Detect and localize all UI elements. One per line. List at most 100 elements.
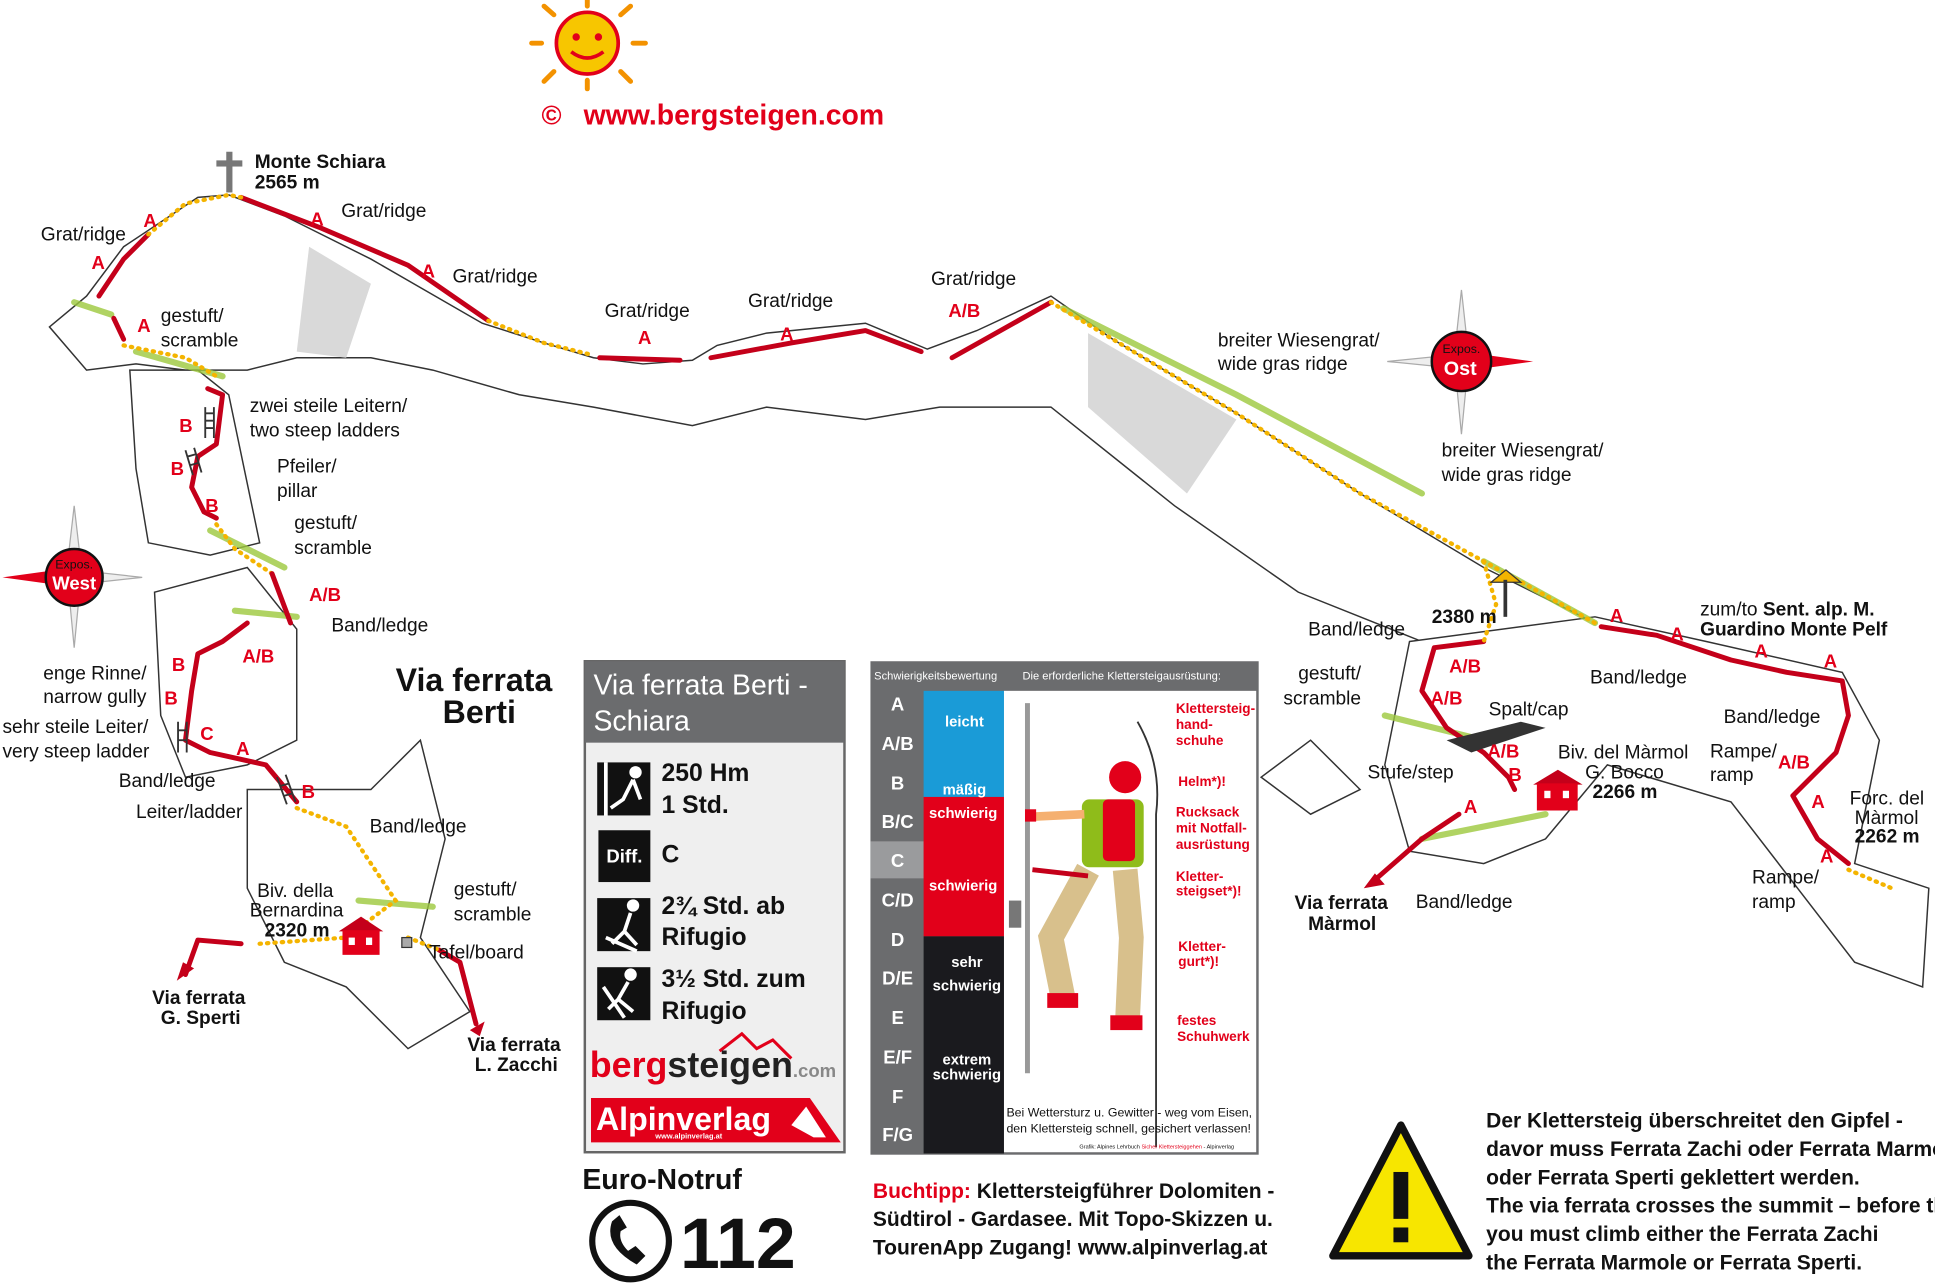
book-tip: Buchtipp: Klettersteigführer Dolomiten -… <box>873 1180 1275 1260</box>
difficulty-badge-label: Diff. <box>606 845 642 866</box>
terrain-left-18: very steep ladder <box>2 741 150 762</box>
book-label: Buchtipp: <box>873 1180 971 1203</box>
warning-icon <box>1329 1121 1473 1260</box>
info-title-line1: Via ferrata Berti - <box>593 670 807 702</box>
forcella-line1: Forc. del <box>1850 788 1924 809</box>
terrain-left-8: zwei steile Leitern/ <box>250 396 408 417</box>
website-link[interactable]: www.bergsteigen.com <box>583 100 885 132</box>
hut-bocco-elevation: 2266 m <box>1593 782 1658 803</box>
terrain-right-6: gestuft/ <box>1298 664 1361 685</box>
info-title-line2: Schiara <box>593 705 690 737</box>
scale-equipment-2: schuhe <box>1176 733 1224 748</box>
scale-equipment-12: Schuhwerk <box>1177 1029 1250 1044</box>
warning-3: The via ferrata crosses the summit – bef… <box>1486 1195 1935 1218</box>
alpinverlag-logo: Alpinverlag www.alpinverlag.at <box>591 1097 841 1143</box>
scale-grades-9: E/F <box>883 1046 912 1067</box>
grades-left-12: A/B <box>242 645 274 666</box>
grades-left-4: A <box>137 315 150 336</box>
terrain-right-2: breiter Wiesengrat/ <box>1442 440 1604 461</box>
hiker-up-icon <box>597 898 651 953</box>
infobox-logo2: Alpinverlag <box>596 1101 771 1137</box>
board-icon <box>401 936 413 949</box>
scale-equipment-4: Rucksack <box>1176 805 1240 820</box>
ascent-value: 250 Hm <box>661 760 749 787</box>
scale-grades-11: F/G <box>882 1124 913 1145</box>
book-line1: Klettersteigführer Dolomiten - <box>971 1180 1274 1203</box>
grades-left-17: B <box>302 781 315 802</box>
scale-grades-8: E <box>891 1007 903 1028</box>
terrain-left-20: Leiter/ladder <box>136 802 243 823</box>
scale-grades-5: C/D <box>882 890 914 911</box>
climber-illustration <box>1008 703 1159 1148</box>
terrain-labels-left: Grat/ridge Grat/ridge Grat/ridge Grat/ri… <box>2 201 1016 963</box>
compass-west-label: Expos. <box>55 558 93 572</box>
route-title-line2: Berti <box>443 694 516 730</box>
terrain-right-15: Rampe/ <box>1710 741 1778 762</box>
exit-zacchi-line1: Via ferrata <box>467 1035 561 1056</box>
terrain-right-8: zum/to <box>1700 600 1763 621</box>
scale-note1: Bei Wettersturz u. Gewitter - weg vom Ei… <box>1006 1105 1252 1119</box>
grades-right-0: A <box>1610 605 1623 626</box>
scale-grades-1: A/B <box>882 733 914 754</box>
book-line3: TourenApp Zugang! www.alpinverlag.at <box>873 1237 1268 1260</box>
terrain-left-11: pillar <box>277 481 318 502</box>
bergsteigen-logo: bergsteigen.com <box>590 1031 836 1085</box>
svg-text:Buchtipp: Klettersteigführer D: Buchtipp: Klettersteigführer Dolomiten - <box>873 1180 1275 1203</box>
grades-right-6: A/B <box>1487 740 1519 761</box>
emergency-label: Euro-Notruf <box>582 1164 742 1196</box>
arrow-marmol-icon <box>1363 873 1385 889</box>
terrain-left-4: Grat/ridge <box>748 291 833 312</box>
terrain-right-12: Band/ledge <box>1724 707 1821 728</box>
grades-right-1: A <box>1670 623 1683 644</box>
scale-bands-4: sehr <box>951 955 983 971</box>
copyright-symbol: © <box>542 100 562 131</box>
grades-left-13: B <box>172 654 185 675</box>
terrain-left-24: Tafel/board <box>429 943 524 964</box>
grade-scale: A A/B B B/C C C/D D D/E E E/F F F/G <box>882 694 914 1146</box>
svg-text:Grafik: Alpines Lehrbuch Siche: Grafik: Alpines Lehrbuch Sicher Kletters… <box>1079 1145 1234 1151</box>
grades-right-5: A/B <box>1431 687 1463 708</box>
scale-equipment-3: Helm*)! <box>1178 774 1226 789</box>
scale-bands-3: schwierig <box>929 879 997 895</box>
scale-bands-6: extrem <box>943 1053 992 1069</box>
ascent-time: 1 Std. <box>661 792 728 819</box>
grades-right-3: A <box>1824 650 1837 671</box>
warning-1: davor muss Ferrata Zachi oder Ferrata Ma… <box>1486 1138 1935 1161</box>
grades-right-10: A <box>1811 791 1824 812</box>
terrain-left-22: gestuft/ <box>454 880 517 901</box>
terrain-right-3: wide gras ridge <box>1441 465 1572 486</box>
terrain-right-7: scramble <box>1283 688 1361 709</box>
terrain-right-4: 2380 m <box>1432 607 1497 628</box>
terrain-left-15: enge Rinne/ <box>43 664 147 685</box>
grades-left-7: A/B <box>948 300 980 321</box>
scale-grades-10: F <box>892 1086 903 1107</box>
terrain-right-9: Sent. alp. M. <box>1763 600 1875 621</box>
scale-grades-7: D/E <box>882 967 913 988</box>
signpost-icon <box>1489 569 1523 617</box>
terrain-right-18: ramp <box>1752 892 1796 913</box>
svg-text:bergsteigen.com: bergsteigen.com <box>590 1045 836 1085</box>
grades-left-6: A <box>780 324 793 345</box>
terrain-left-6: gestuft/ <box>161 306 224 327</box>
scale-equipment-10: gurt*)! <box>1178 954 1219 969</box>
grade-markers-left: A A A A A A A A/B B B B A/B A/B B B C A … <box>91 209 980 802</box>
warning-0: Der Klettersteig überschreitet den Gipfe… <box>1486 1110 1903 1133</box>
grades-left-5: A <box>638 327 651 348</box>
terrain-left-13: scramble <box>294 538 372 559</box>
forcella-elevation: 2262 m <box>1855 827 1920 848</box>
sun-logo <box>529 0 648 92</box>
infobox-logo1-b: steigen <box>667 1045 792 1085</box>
grades-left-11: A/B <box>309 584 341 605</box>
hut-bocco-line2: G. Bocco <box>1585 762 1664 783</box>
hiker-down-icon <box>597 967 651 1021</box>
summit-name: Monte Schiara <box>255 152 386 173</box>
warning-4: you must climb either the Ferrata Zachi <box>1486 1223 1878 1246</box>
hut-icon <box>338 916 384 955</box>
difficulty-value: C <box>661 841 679 868</box>
terrain-left-16: narrow gully <box>43 687 147 708</box>
grades-left-0: A <box>143 210 156 231</box>
terrain-left-2: Grat/ridge <box>453 267 538 288</box>
grades-right-9: A/B <box>1778 752 1810 773</box>
grades-left-15: C <box>200 723 213 744</box>
